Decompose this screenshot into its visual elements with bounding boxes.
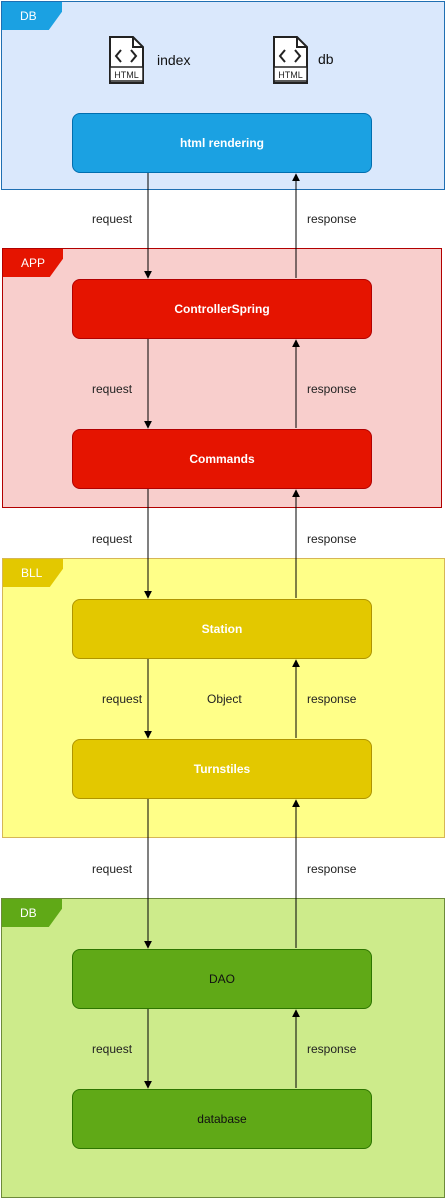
- request-label: request: [92, 212, 133, 226]
- request-label: request: [92, 532, 133, 546]
- box-turnstiles[interactable]: Turnstiles: [72, 739, 372, 799]
- response-label: response: [307, 1042, 357, 1056]
- layer-tag-db-bottom: DB: [2, 899, 62, 927]
- object-label: Object: [207, 692, 242, 706]
- svg-text:HTML: HTML: [278, 70, 303, 80]
- html-file-icon: HTML: [271, 36, 309, 89]
- layer-tag-db-top: DB: [2, 2, 62, 30]
- svg-text:HTML: HTML: [114, 70, 139, 80]
- response-label: response: [307, 382, 357, 396]
- box-commands[interactable]: Commands: [72, 429, 372, 489]
- html-file-icon: HTML: [107, 36, 145, 89]
- response-label: response: [307, 212, 357, 226]
- file-name-db: db: [318, 51, 334, 67]
- response-label: response: [307, 862, 357, 876]
- box-station[interactable]: Station: [72, 599, 372, 659]
- request-label: request: [102, 692, 143, 706]
- file-name-index: index: [157, 52, 191, 68]
- box-dao[interactable]: DAO: [72, 949, 372, 1009]
- box-html-rendering[interactable]: html rendering: [72, 113, 372, 173]
- request-label: request: [92, 382, 133, 396]
- layer-tag-bll: BLL: [3, 559, 63, 587]
- request-label: request: [92, 862, 133, 876]
- box-database[interactable]: database: [72, 1089, 372, 1149]
- layer-db-bottom: DB: [1, 898, 445, 1198]
- response-label: response: [307, 692, 357, 706]
- request-label: request: [92, 1042, 133, 1056]
- layer-tag-app: APP: [3, 249, 63, 277]
- response-label: response: [307, 532, 357, 546]
- box-controller-spring[interactable]: ControllerSpring: [72, 279, 372, 339]
